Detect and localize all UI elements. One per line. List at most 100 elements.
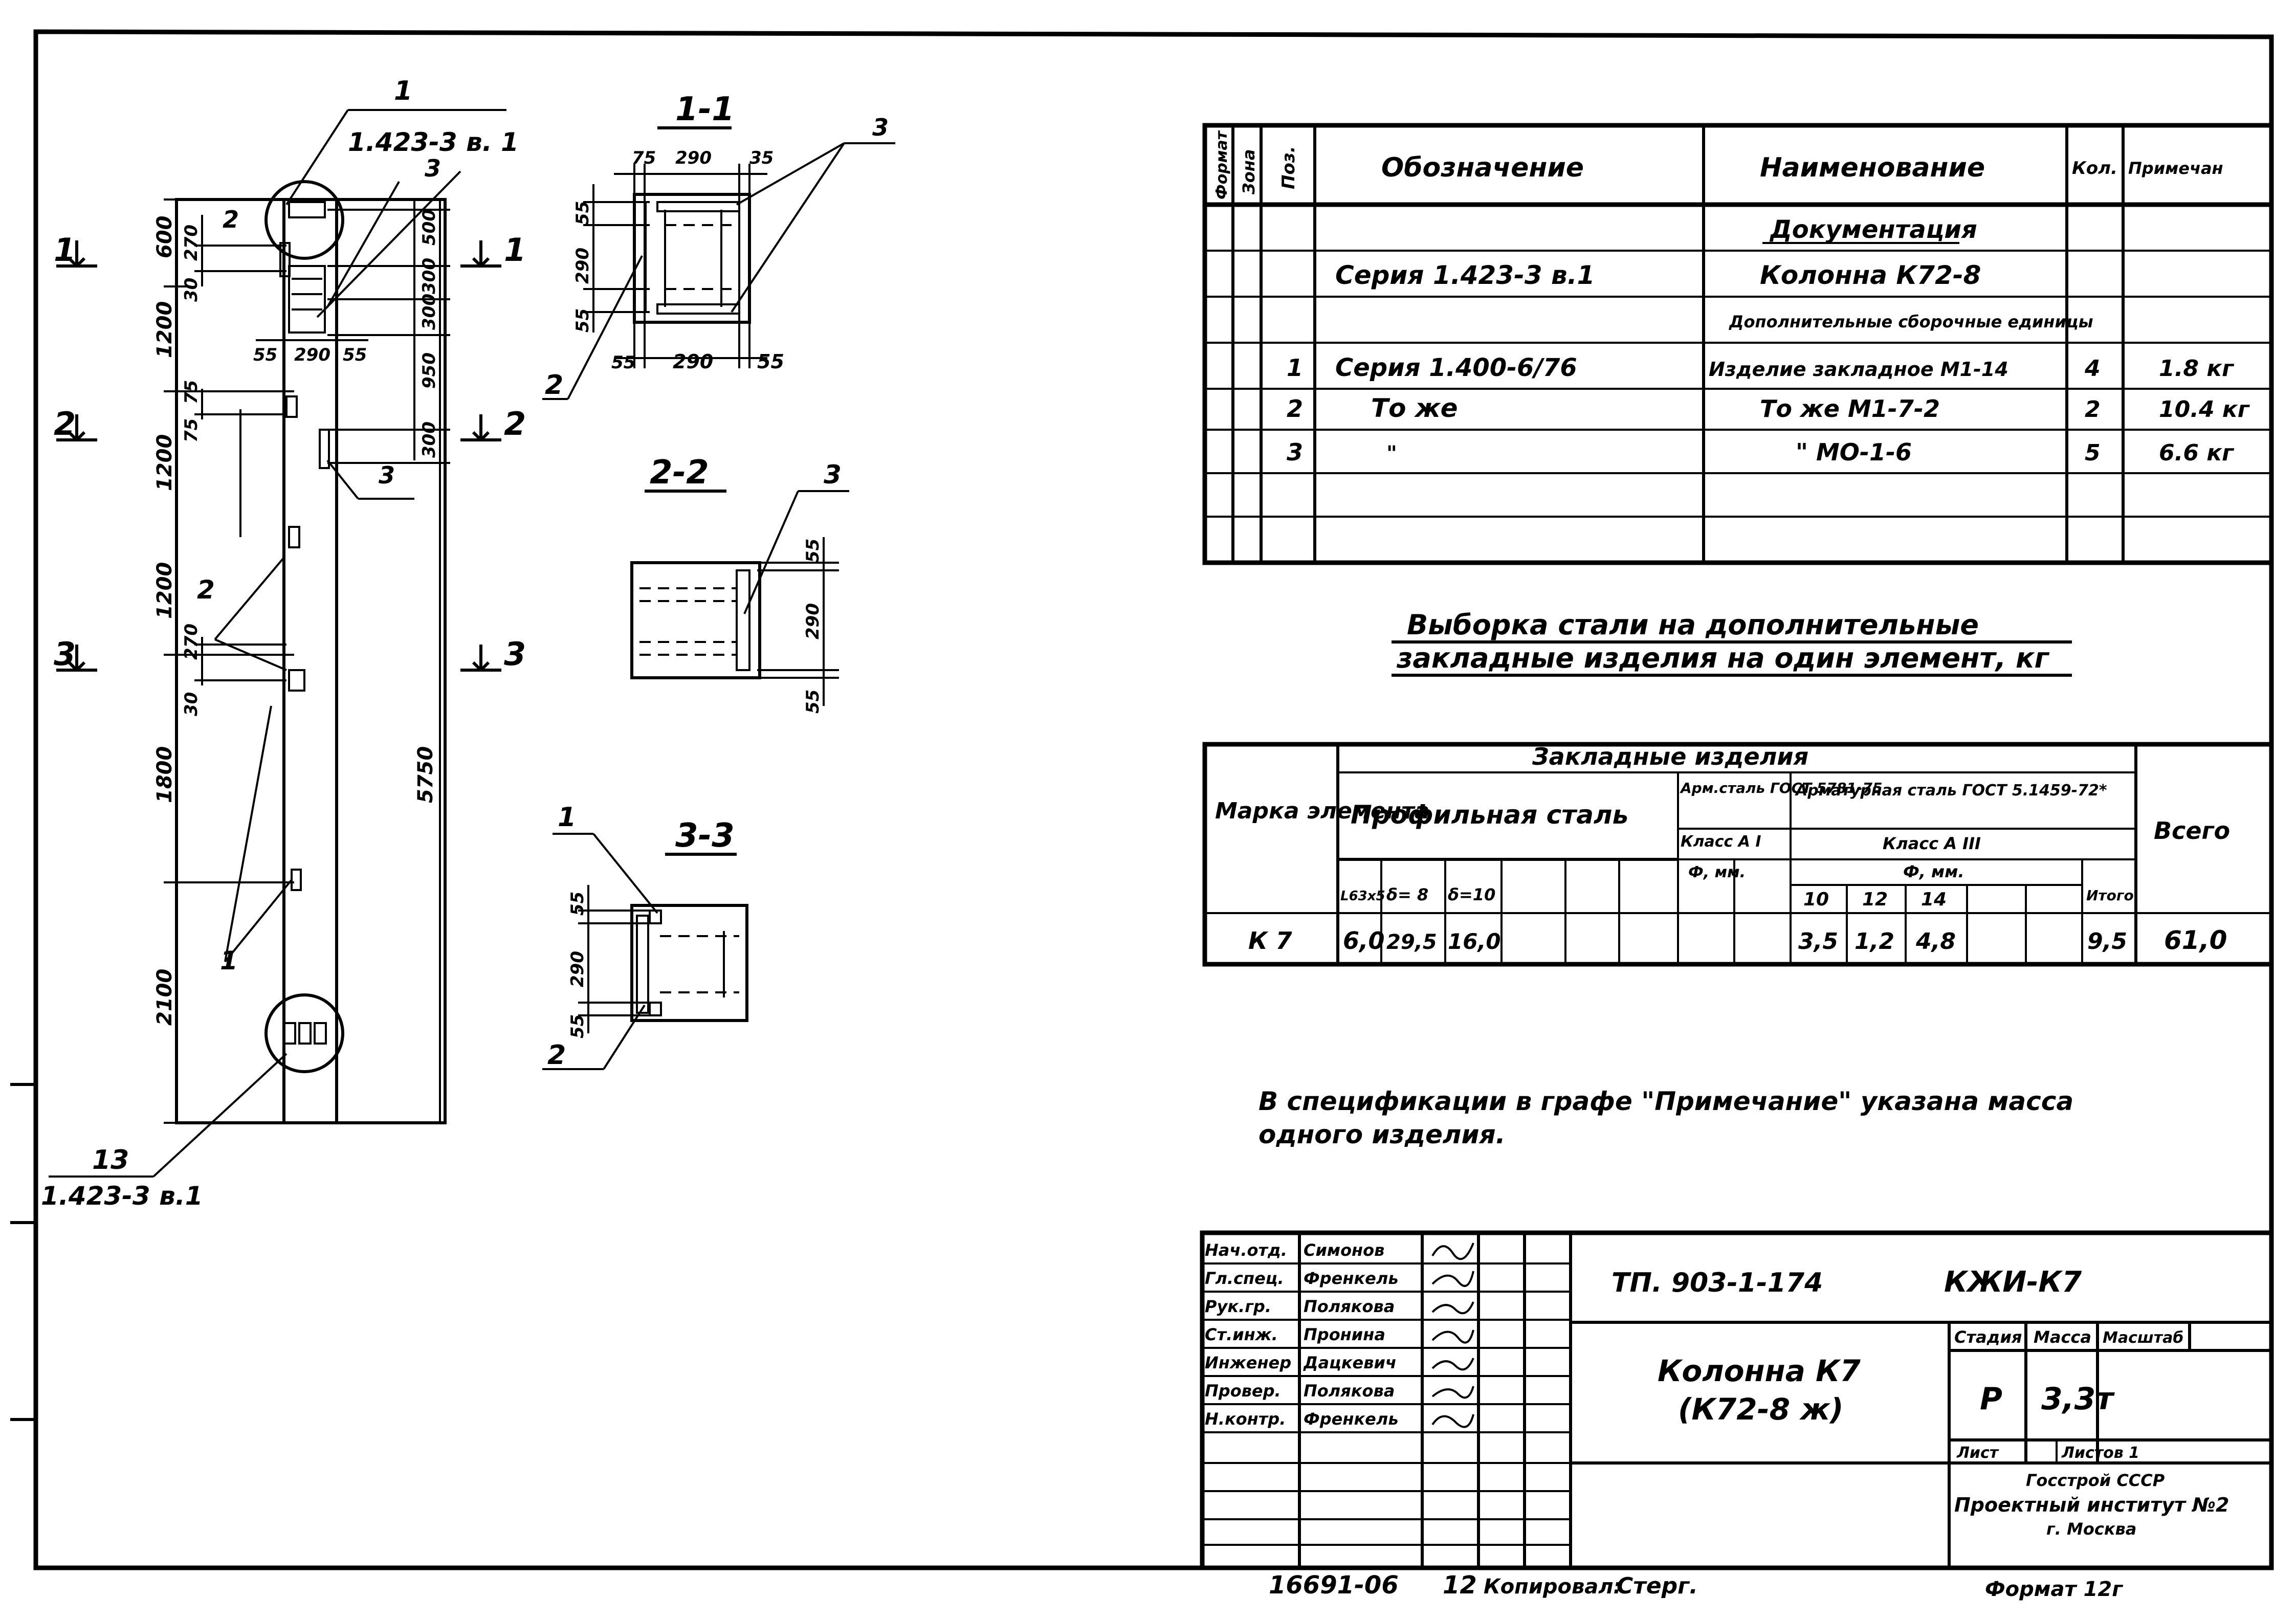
steel-profile-col-1: L63x5 bbox=[1340, 889, 1385, 904]
section-1-bottom-dim-2: 290 bbox=[673, 350, 713, 373]
section-1-top-dim-1: 75 bbox=[632, 148, 656, 168]
dim-right-2: 300 bbox=[419, 258, 439, 294]
dim-inner-2: 30 bbox=[181, 278, 202, 302]
spec-row5-pos: 2 bbox=[1287, 395, 1303, 423]
dim-left-5: 1800 bbox=[153, 746, 176, 803]
stage-label: Стадия bbox=[1954, 1327, 2022, 1347]
spec-row5-name: То же М1-7-2 bbox=[1760, 395, 1940, 423]
steel-row-profile-2: 29,5 bbox=[1386, 930, 1437, 954]
title-block: Нач.отд. Гл.спец. Рук.гр. Ст.инж. Инжене… bbox=[1200, 1230, 2274, 1570]
callout-3b: 3 bbox=[379, 461, 395, 489]
org-line2: Проектный институт №2 bbox=[1954, 1494, 2229, 1516]
scale-label: Масштаб bbox=[2103, 1329, 2183, 1347]
section-3-3: 3-3 1 2 55 290 55 bbox=[542, 802, 748, 1071]
footer-num2: 12 bbox=[1443, 1571, 1477, 1600]
sheets-label: Листов 1 bbox=[2061, 1444, 2139, 1462]
spec-header-zone: Зона bbox=[1239, 149, 1259, 195]
section-2-side-dim-3: 55 bbox=[803, 690, 823, 714]
steel-total-header: Всего bbox=[2154, 817, 2230, 845]
steel-group-header: Закладные изделия bbox=[1532, 743, 1808, 770]
name-4: Пронина bbox=[1304, 1325, 1385, 1344]
steel-title: Выборка стали на дополнительные закладны… bbox=[1392, 609, 2072, 677]
bottom-callout-ref: 1.423-3 в.1 bbox=[41, 1181, 203, 1211]
dim-left-1: 600 bbox=[153, 216, 176, 259]
dim-left-2: 1200 bbox=[153, 301, 176, 358]
steel-rebar-col-3: 14 bbox=[1921, 889, 1947, 910]
section-mark-3-left: 3 bbox=[54, 635, 76, 673]
role-7: Н.контр. bbox=[1205, 1409, 1286, 1429]
section-mark-1-right: 1 bbox=[504, 231, 526, 269]
spec-row3-name: Дополнительные сборочные единицы bbox=[1729, 312, 2093, 331]
section-3-side-dim-3: 55 bbox=[567, 1014, 588, 1038]
section-1-bottom-dim-3: 55 bbox=[757, 350, 784, 373]
section-1-bottom-dim-1: 55 bbox=[611, 352, 635, 373]
drawing-title-line2: (К72-8 ж) bbox=[1678, 1392, 1843, 1427]
dim-bottom-1: 55 bbox=[253, 345, 277, 365]
spec-row4-note: 1.8 кг bbox=[2159, 356, 2235, 382]
steel-rebar-class: Класс А III bbox=[1883, 834, 1981, 853]
dim-right-1: 500 bbox=[419, 209, 439, 246]
section-2-side-dim-1: 55 bbox=[803, 539, 823, 563]
steel-title-line1: Выборка стали на дополнительные bbox=[1407, 609, 1979, 641]
spec-header-pos: Поз. bbox=[1278, 146, 1299, 190]
mass-value: 3,3т bbox=[2041, 1381, 2115, 1417]
top-callout-ref: 1.423-3 в. 1 bbox=[348, 127, 519, 157]
dim-bottom-2: 290 bbox=[294, 345, 330, 365]
spec-row5-qty: 2 bbox=[2085, 396, 2101, 423]
section-1-top-dim-3: 35 bbox=[749, 148, 774, 168]
section-mark-2-left: 2 bbox=[54, 405, 76, 442]
footer-copied: Копировал: bbox=[1484, 1575, 1622, 1599]
section-1-side-dim-2: 290 bbox=[572, 248, 593, 284]
steel-rebar-col-1: 10 bbox=[1803, 889, 1829, 910]
callout-3a: 3 bbox=[425, 154, 441, 182]
section-2-2: 2-2 3 55 290 55 bbox=[630, 454, 849, 714]
steel-row-total: 61,0 bbox=[2164, 925, 2227, 955]
name-6: Полякова bbox=[1304, 1381, 1395, 1401]
role-1: Нач.отд. bbox=[1205, 1240, 1287, 1260]
spec-row6-designation: " bbox=[1386, 442, 1397, 465]
section-3-callout-2: 2 bbox=[547, 1040, 566, 1071]
section-1-title: 1-1 bbox=[675, 91, 735, 128]
role-2: Гл.спец. bbox=[1205, 1269, 1284, 1288]
steel-profile-col-3: δ=10 bbox=[1448, 885, 1495, 904]
drawing-title-line1: Колонна К7 bbox=[1658, 1354, 1861, 1388]
name-5: Дацкевич bbox=[1303, 1353, 1397, 1372]
section-1-side-dim-1: 55 bbox=[572, 201, 593, 225]
spec-header-designation: Обозначение bbox=[1381, 152, 1584, 183]
section-1-callout-2: 2 bbox=[545, 370, 563, 401]
bottom-callout: 13 bbox=[92, 1145, 129, 1176]
dim-left-6: 2100 bbox=[153, 969, 176, 1026]
callout-1: 1 bbox=[220, 946, 238, 975]
steel-row-rebar-2: 1,2 bbox=[1855, 928, 1894, 955]
section-2-callout-3: 3 bbox=[824, 460, 842, 490]
name-1: Симонов bbox=[1304, 1240, 1384, 1260]
steel-itogo: Итого bbox=[2086, 887, 2134, 904]
spec-row2-designation: Серия 1.423-3 в.1 bbox=[1335, 260, 1595, 290]
top-callout: 1 bbox=[394, 76, 412, 106]
role-6: Провер. bbox=[1205, 1381, 1281, 1401]
steel-profile-header: Профильная сталь bbox=[1351, 800, 1628, 830]
steel-arm-header: Арм.сталь ГОСТ 5781-75 bbox=[1680, 780, 1882, 796]
footer-format: Формат 12г bbox=[1985, 1578, 2123, 1601]
steel-rebar-header: Арматурная сталь ГОСТ 5.1459-72* bbox=[1795, 782, 2107, 800]
detail-circle-bottom bbox=[264, 993, 344, 1073]
spec-header-note: Примечан bbox=[2128, 159, 2223, 178]
section-1-1: 1-1 3 2 75 290 35 55 290 55 55 290 bbox=[542, 91, 895, 401]
steel-row-mark: К 7 bbox=[1248, 927, 1292, 955]
dim-right-3: 300 bbox=[419, 294, 439, 330]
name-3: Полякова bbox=[1304, 1297, 1395, 1316]
steel-row-profile-1: 6,0 bbox=[1343, 927, 1385, 955]
dim-bottom-3: 55 bbox=[343, 345, 367, 365]
column-outline bbox=[175, 198, 447, 1124]
total-height: 5750 bbox=[414, 746, 437, 803]
footer-copier: Стерг. bbox=[1617, 1573, 1698, 1599]
section-3-side-dim-2: 290 bbox=[567, 951, 588, 987]
dim-right-5: 300 bbox=[419, 422, 439, 458]
name-2: Френкель bbox=[1304, 1269, 1399, 1288]
footer-number: 16691-06 bbox=[1269, 1571, 1399, 1600]
section-2-side-dim-2: 290 bbox=[803, 603, 823, 639]
spec-row6-pos: 3 bbox=[1287, 438, 1303, 466]
spec-row6-name: " МО-1-6 bbox=[1796, 438, 1912, 466]
spec-row4-pos: 1 bbox=[1287, 354, 1303, 382]
project-number: ТП. 903-1-174 bbox=[1611, 1268, 1823, 1298]
